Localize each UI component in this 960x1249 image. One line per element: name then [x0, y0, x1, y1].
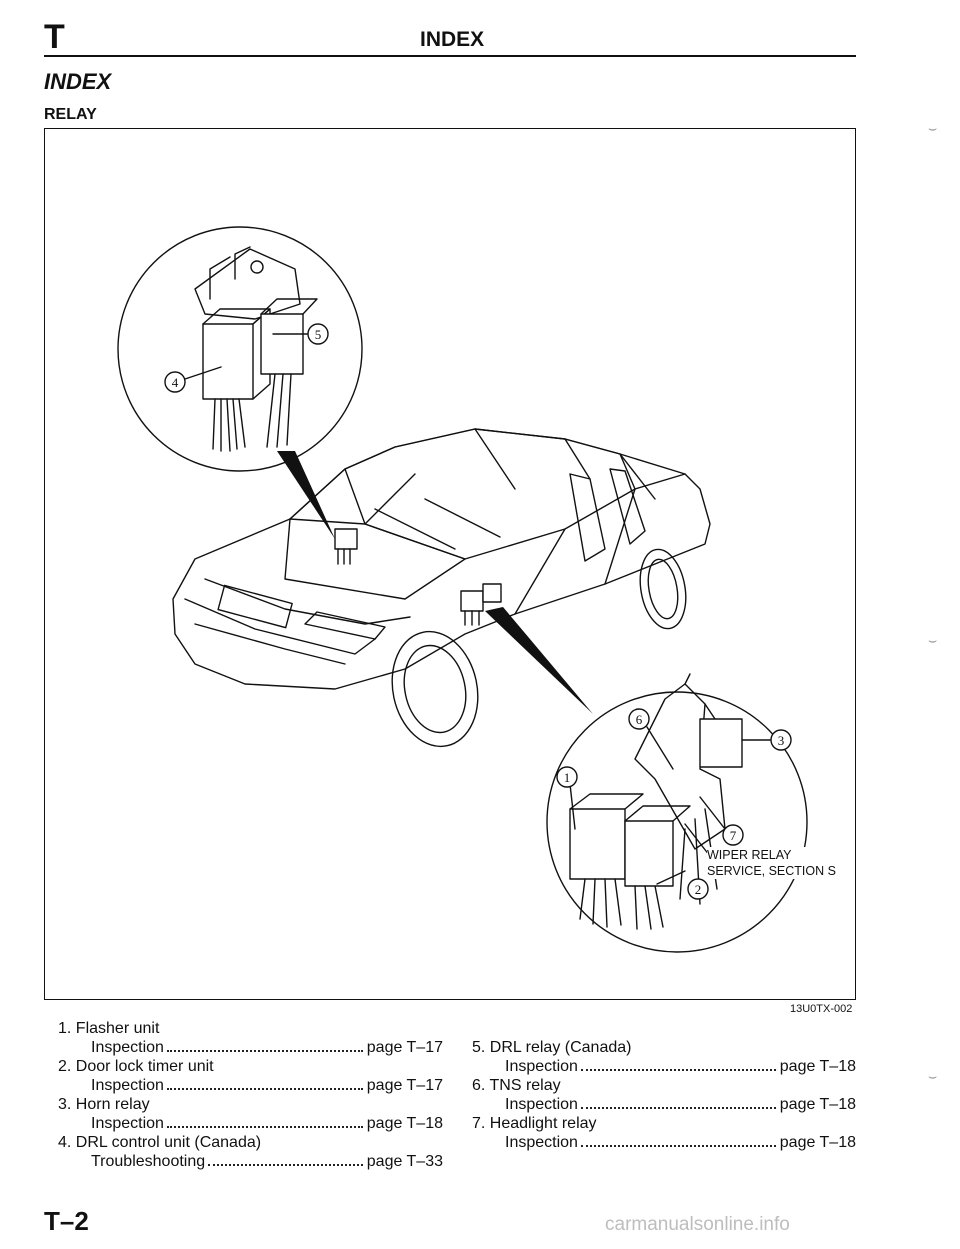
procedure-label: Inspection [505, 1058, 578, 1075]
figure-code: 13U0TX-002 [790, 1003, 853, 1015]
list-item-title: 7. Headlight relay [472, 1115, 597, 1132]
callout-5: 5 [315, 327, 322, 342]
procedure-label: Inspection [91, 1115, 164, 1132]
list-item-title: 1. Flasher unit [58, 1020, 160, 1037]
procedure-label: Inspection [505, 1096, 578, 1113]
page-reference: page T–33 [366, 1153, 443, 1170]
component-list-left: 1. Flasher unit Inspection page T–17 2. D… [58, 1019, 443, 1171]
detail-circle-upper [117, 226, 363, 472]
callout-4: 4 [172, 375, 179, 390]
car-outline [172, 428, 711, 690]
detail-circle-lower [546, 691, 808, 953]
wiper-relay-note-line2: SERVICE, SECTION S [707, 864, 836, 878]
dot-leader [166, 1076, 363, 1090]
scan-edge-mark: ⌣ [928, 1068, 938, 1084]
wiper-relay-note: WIPER RELAY SERVICE, SECTION S [707, 847, 836, 879]
callout-2: 2 [695, 882, 702, 897]
callout-7: 7 [730, 828, 737, 843]
watermark: carmanualsonline.info [605, 1214, 790, 1235]
list-item-reference: Inspection page T–18 [58, 1114, 443, 1133]
scan-edge-mark: ⌣ [928, 120, 938, 136]
procedure-label: Inspection [505, 1134, 578, 1151]
procedure-label: Inspection [91, 1077, 164, 1094]
list-item-reference: Inspection page T–17 [58, 1038, 443, 1057]
dot-leader [580, 1057, 776, 1071]
page-reference: page T–18 [779, 1134, 856, 1151]
section-title: INDEX [44, 69, 112, 94]
list-item-title: 5. DRL relay (Canada) [472, 1039, 632, 1056]
list-item-reference: Troubleshooting page T–33 [58, 1152, 443, 1171]
dot-leader [580, 1133, 776, 1147]
list-item-title: 6. TNS relay [472, 1077, 561, 1094]
relay-illustration: 4 5 1 2 3 6 7 [117, 226, 808, 953]
page-reference: page T–18 [779, 1058, 856, 1075]
wiper-relay-note-line1: WIPER RELAY [707, 848, 792, 862]
header-title: INDEX [420, 28, 485, 51]
component-list-right: 5. DRL relay (Canada) Inspection page T–1… [472, 1038, 856, 1152]
list-item-title: 4. DRL control unit (Canada) [58, 1134, 262, 1151]
list-item-reference: Inspection page T–18 [472, 1057, 856, 1076]
dot-leader [580, 1095, 776, 1109]
page-reference: page T–17 [366, 1077, 443, 1094]
dot-leader [166, 1114, 363, 1128]
list-item-title: 2. Door lock timer unit [58, 1058, 214, 1075]
dot-leader [166, 1038, 363, 1052]
scan-edge-mark: ⌣ [928, 632, 938, 648]
page-number: T–2 [44, 1206, 89, 1236]
header-rule [44, 55, 856, 57]
list-item-reference: Inspection page T–18 [472, 1133, 856, 1152]
pointer-wedge-lower [485, 607, 593, 714]
list-item-reference: Inspection page T–17 [58, 1076, 443, 1095]
relay-location-figure: 4 5 1 2 3 6 7 WIPER RELAY SERVICE, SECTI… [44, 128, 856, 1000]
page-reference: page T–18 [779, 1096, 856, 1113]
procedure-label: Inspection [91, 1039, 164, 1056]
callout-3: 3 [778, 733, 785, 748]
dot-leader [208, 1152, 363, 1166]
page-reference: page T–17 [366, 1039, 443, 1056]
page-reference: page T–18 [366, 1115, 443, 1132]
pointer-wedge-upper [277, 451, 335, 539]
subsection-title: RELAY [44, 106, 97, 123]
list-item-title: 3. Horn relay [58, 1096, 150, 1113]
list-item-reference: Inspection page T–18 [472, 1095, 856, 1114]
page-section-letter: T [44, 18, 65, 56]
callout-1: 1 [564, 770, 571, 785]
procedure-label: Troubleshooting [91, 1153, 206, 1170]
callout-6: 6 [636, 712, 643, 727]
